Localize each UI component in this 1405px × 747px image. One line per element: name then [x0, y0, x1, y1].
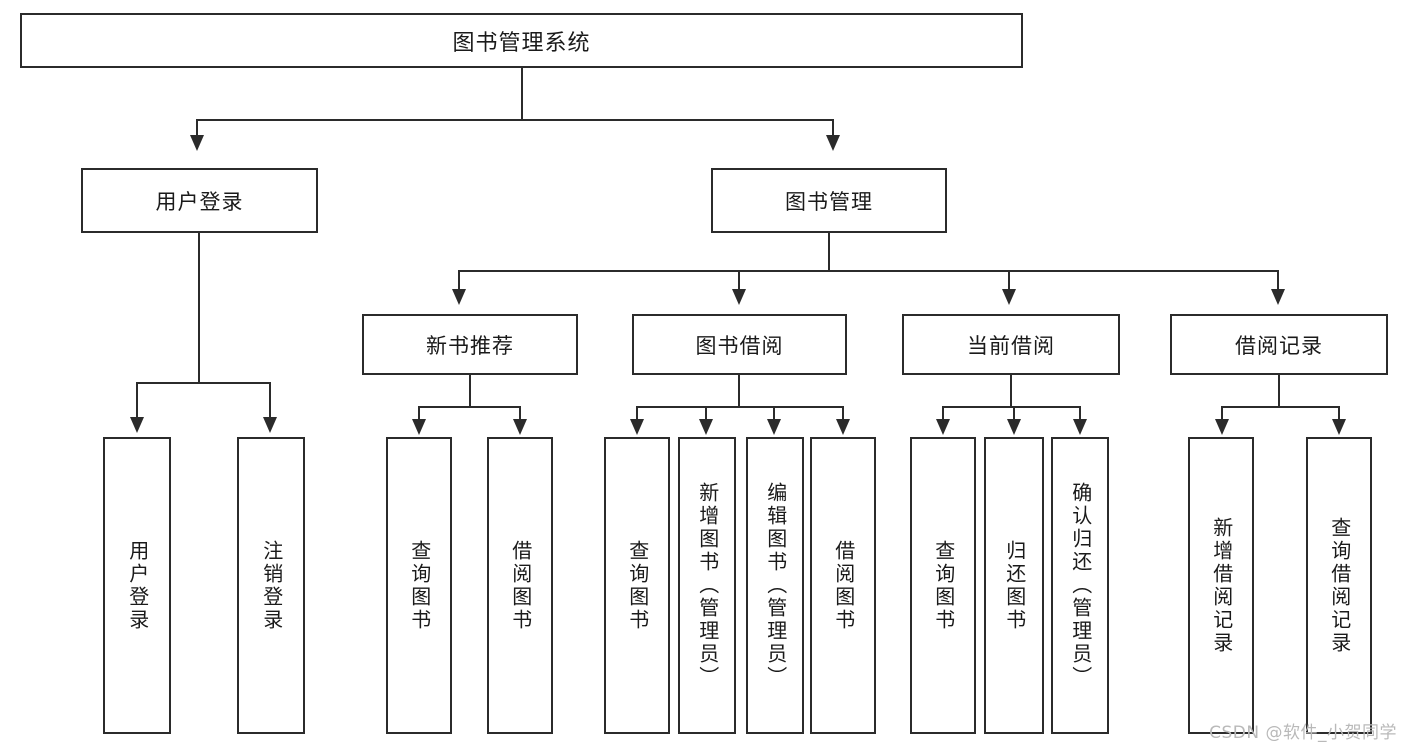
connector-to-current-borrow: [1008, 270, 1010, 290]
leaf-nbr-query-book[interactable]: 查询图书: [386, 437, 452, 734]
node-label: 新增借阅记录: [1209, 516, 1234, 655]
node-label: 查询借阅记录: [1327, 516, 1352, 655]
arrowhead-br-leaf-2: [1332, 419, 1346, 435]
node-label: 用户登录: [155, 189, 244, 214]
node-label: 查询图书: [931, 539, 956, 632]
arrowhead-borrow-record: [1271, 289, 1285, 305]
connector-nbr-branch-1: [418, 406, 420, 420]
connector-borrow-record-stem: [1278, 375, 1280, 407]
node-root-book-management-system[interactable]: 图书管理系统: [20, 13, 1023, 68]
arrowhead-leaf-user-login: [130, 417, 144, 433]
connector-new-book-recommend-bus: [418, 406, 521, 408]
node-label: 查询图书: [625, 539, 650, 632]
node-borrow-record[interactable]: 借阅记录: [1170, 314, 1388, 375]
connector-to-new-book-recommend: [458, 270, 460, 290]
node-label: 图书管理系统: [452, 30, 591, 56]
arrowhead-nbr-leaf-2: [513, 419, 527, 435]
arrowhead-book-borrow: [732, 289, 746, 305]
node-user-login[interactable]: 用户登录: [81, 168, 318, 233]
node-label: 图书借阅: [695, 333, 784, 358]
leaf-bb-borrow-book[interactable]: 借阅图书: [810, 437, 876, 734]
connector-cb-branch-3: [1079, 406, 1081, 420]
node-label: 编辑图书（管理员）: [763, 482, 788, 689]
connector-book-borrow-stem: [738, 375, 740, 407]
connector-bb-branch-1: [636, 406, 638, 420]
connector-root-to-book-management: [832, 119, 834, 137]
connector-bb-branch-2: [705, 406, 707, 420]
leaf-nbr-borrow-book[interactable]: 借阅图书: [487, 437, 553, 734]
node-label: 新增图书（管理员）: [695, 482, 720, 689]
node-label: 注销登录: [259, 539, 284, 632]
node-label: 新书推荐: [426, 333, 514, 358]
node-book-management[interactable]: 图书管理: [711, 168, 947, 233]
leaf-user-login[interactable]: 用户登录: [103, 437, 171, 734]
arrowhead-bb-leaf-1: [630, 419, 644, 435]
node-label: 归还图书: [1002, 539, 1027, 632]
arrowhead-br-leaf-1: [1215, 419, 1229, 435]
connector-borrow-record-bus: [1221, 406, 1340, 408]
leaf-br-query-record[interactable]: 查询借阅记录: [1306, 437, 1372, 734]
node-book-borrow[interactable]: 图书借阅: [632, 314, 847, 375]
connector-root-stem: [521, 68, 523, 120]
connector-user-login-branch-2: [269, 382, 271, 418]
connector-book-borrow-bus: [636, 406, 844, 408]
arrowhead-bb-leaf-4: [836, 419, 850, 435]
leaf-br-add-record[interactable]: 新增借阅记录: [1188, 437, 1254, 734]
connector-cb-branch-1: [942, 406, 944, 420]
connector-user-login-stem: [198, 233, 200, 383]
arrowhead-cb-leaf-3: [1073, 419, 1087, 435]
arrowhead-bb-leaf-2: [699, 419, 713, 435]
arrowhead-new-book-recommend: [452, 289, 466, 305]
connector-root-to-user-login: [196, 119, 198, 137]
connector-book-management-stem: [828, 233, 830, 271]
leaf-bb-edit-book-admin[interactable]: 编辑图书（管理员）: [746, 437, 804, 734]
node-label: 借阅图书: [831, 539, 856, 632]
leaf-bb-add-book-admin[interactable]: 新增图书（管理员）: [678, 437, 736, 734]
leaf-cb-return-book[interactable]: 归还图书: [984, 437, 1044, 734]
node-label: 查询图书: [407, 539, 432, 632]
connector-current-borrow-stem: [1010, 375, 1012, 407]
arrowhead-cb-leaf-2: [1007, 419, 1021, 435]
connector-br-branch-2: [1338, 406, 1340, 420]
arrowhead-leaf-logout: [263, 417, 277, 433]
connector-to-book-borrow: [738, 270, 740, 290]
leaf-logout[interactable]: 注销登录: [237, 437, 305, 734]
arrowhead-cb-leaf-1: [936, 419, 950, 435]
arrowhead-current-borrow: [1002, 289, 1016, 305]
leaf-cb-confirm-return-admin[interactable]: 确认归还（管理员）: [1051, 437, 1109, 734]
connector-root-bus: [196, 119, 834, 121]
connector-cb-branch-2: [1013, 406, 1015, 420]
arrowhead-user-login: [190, 135, 204, 151]
leaf-bb-query-book[interactable]: 查询图书: [604, 437, 670, 734]
arrowhead-book-management: [826, 135, 840, 151]
csdn-watermark: CSDN @软件_小贺同学: [1209, 723, 1397, 743]
connector-bb-branch-4: [842, 406, 844, 420]
connector-bb-branch-3: [773, 406, 775, 420]
connector-current-borrow-bus: [942, 406, 1081, 408]
connector-to-borrow-record: [1277, 270, 1279, 290]
node-label: 确认归还（管理员）: [1068, 482, 1093, 689]
node-label: 借阅记录: [1235, 333, 1323, 358]
connector-nbr-branch-2: [519, 406, 521, 420]
node-current-borrow[interactable]: 当前借阅: [902, 314, 1120, 375]
connector-user-login-bus: [136, 382, 271, 384]
connector-br-branch-1: [1221, 406, 1223, 420]
arrowhead-bb-leaf-3: [767, 419, 781, 435]
connector-level3-bus: [458, 270, 1279, 272]
node-new-book-recommend[interactable]: 新书推荐: [362, 314, 578, 375]
node-label: 借阅图书: [508, 539, 533, 632]
arrowhead-nbr-leaf-1: [412, 419, 426, 435]
node-label: 图书管理: [785, 189, 873, 214]
leaf-cb-query-book[interactable]: 查询图书: [910, 437, 976, 734]
connector-user-login-branch-1: [136, 382, 138, 418]
node-label: 当前借阅: [967, 333, 1055, 358]
node-label: 用户登录: [125, 539, 150, 632]
connector-new-book-recommend-stem: [469, 375, 471, 407]
